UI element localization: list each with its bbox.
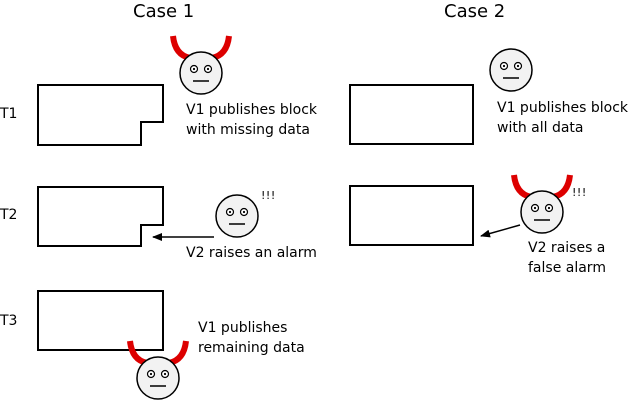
caption-case2-t2: V2 raises a false alarm [528,240,606,276]
caption-case1-t3: V1 publishes remaining data [198,320,305,356]
devil-face-icon [170,35,232,95]
caption-case1-t1: V1 publishes block with missing data [186,102,318,138]
case-1-title: Case 1 [133,1,195,22]
time-label-t2: T2 [0,207,18,223]
devil-face-icon [511,174,573,234]
time-label-t3: T3 [0,313,18,329]
alarm-exclamation-case2: !!! [572,186,587,199]
block-missing-data-t2 [37,186,164,247]
alarm-exclamation-case1: !!! [261,189,276,202]
block-complete-case2-t2 [349,185,474,246]
alarm-arrow-case2 [480,224,521,238]
caption-case2-t1: V1 publishes block with all data [497,100,629,136]
neutral-face-icon [489,48,533,92]
block-complete-t3 [37,290,164,351]
devil-face-icon [127,340,189,400]
case-2-title: Case 2 [444,1,506,22]
block-complete-case2-t1 [349,84,474,145]
caption-case1-t2: V2 raises an alarm [186,245,317,261]
time-label-t1: T1 [0,106,18,122]
block-missing-data-t1 [37,84,164,146]
neutral-face-icon [215,194,259,238]
